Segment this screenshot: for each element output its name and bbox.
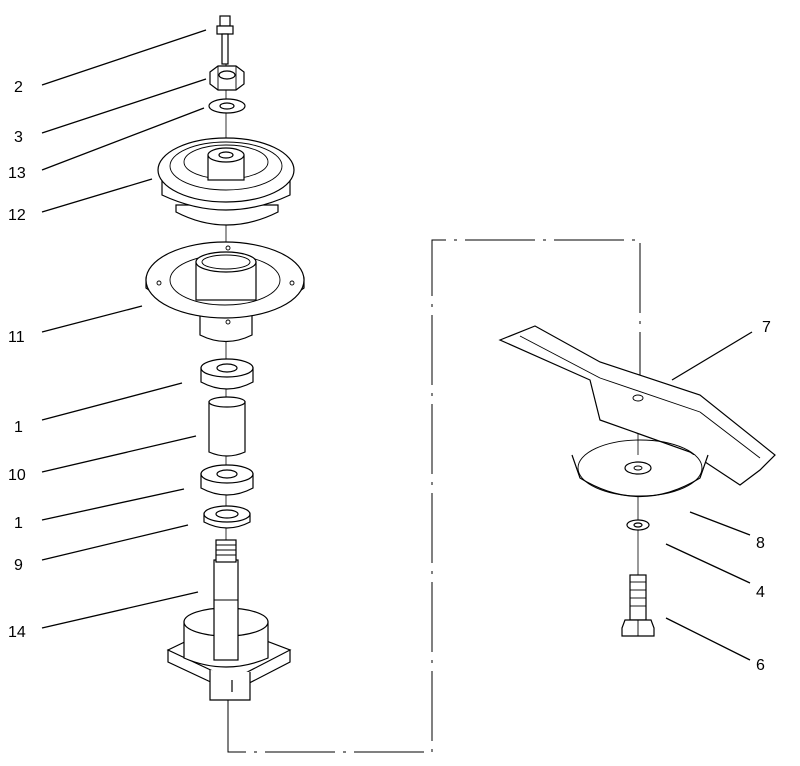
upper-bearing-part [200,358,254,390]
connection-path [227,239,641,753]
grease-fitting-part [216,15,234,65]
callout-7: 7 [762,319,771,336]
callout-6: 6 [756,657,765,674]
blade-bolt-part [621,574,655,637]
blade-stiffener-part [571,439,709,498]
lock-washer-part [626,519,650,531]
callout-2: 2 [14,79,23,96]
callout-10: 10 [8,467,26,484]
pulley-part [157,137,295,226]
lower-bearing-part [200,464,254,496]
leader-lines [41,29,753,661]
spindle-housing-part [145,241,305,343]
callout-1-lower: 1 [14,515,23,532]
seal-part [203,505,251,529]
callout-9: 9 [14,557,23,574]
callout-8: 8 [756,535,765,552]
washer-part [208,98,246,114]
callout-13: 13 [8,165,26,182]
nut-part [209,65,245,91]
spacer-tube-part [208,396,246,457]
callout-1-upper: 1 [14,419,23,436]
callout-11: 11 [8,329,25,346]
spindle-shaft-part [166,539,292,701]
callout-3: 3 [14,129,23,146]
callout-4: 4 [756,584,765,601]
blade-part [498,325,776,486]
callout-12: 12 [8,207,26,224]
callout-14: 14 [8,624,26,641]
